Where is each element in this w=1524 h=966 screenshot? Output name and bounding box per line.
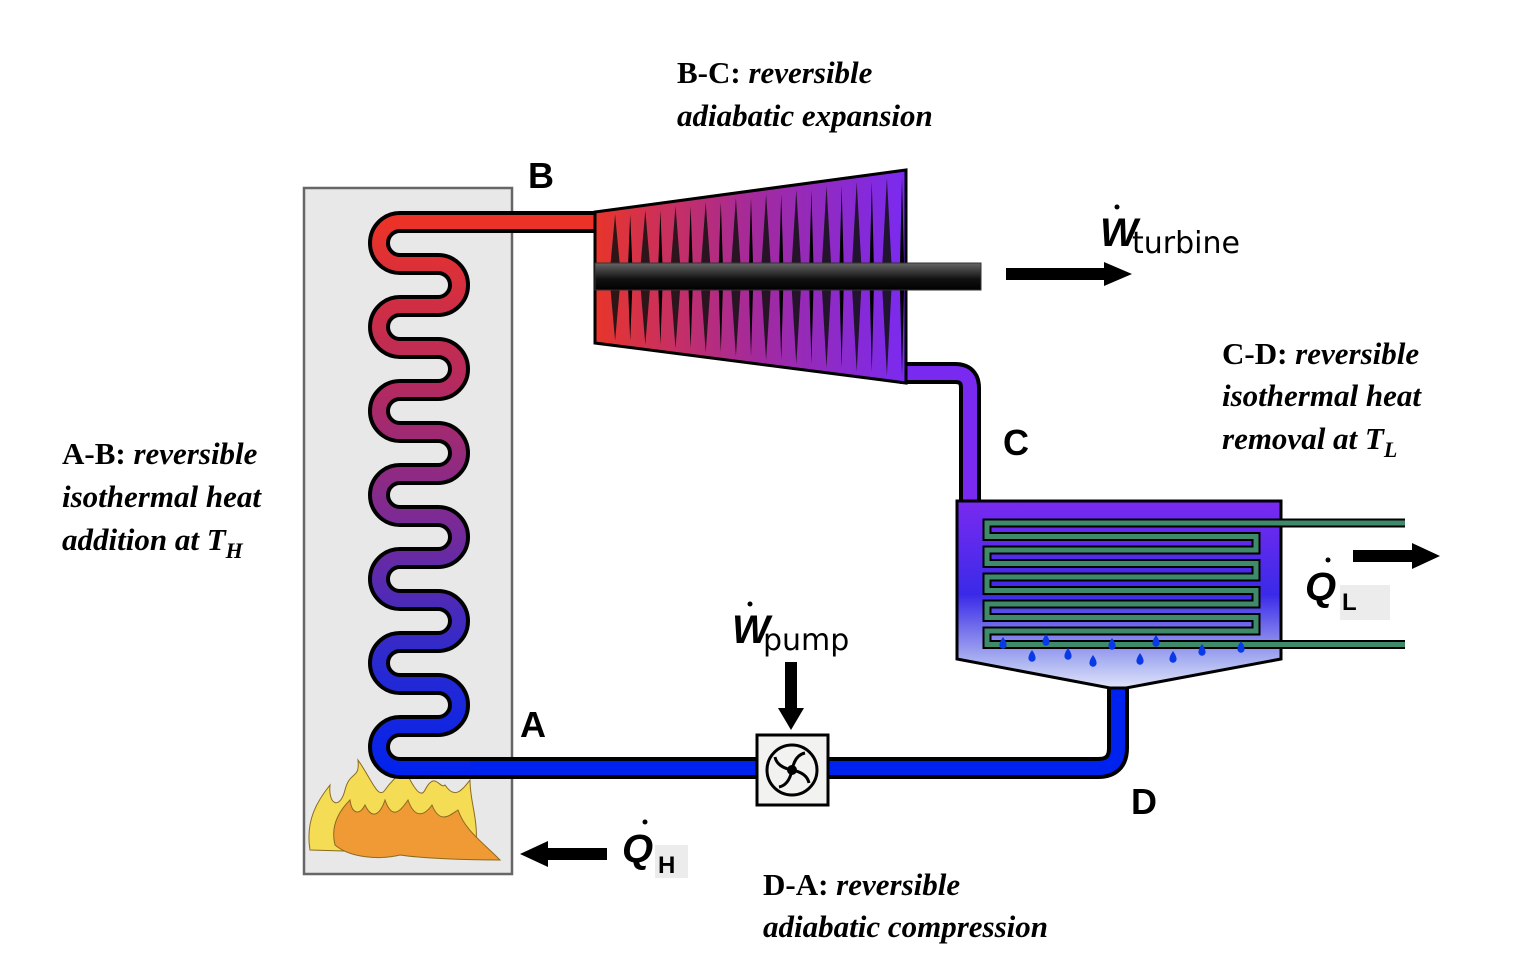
process-label-bc: B-C: reversible adiabatic expansion: [677, 55, 933, 133]
process-label-da: D-A: reversible adiabatic compression: [763, 867, 1048, 944]
turbine-blade: [731, 198, 741, 263]
return-pipe: [470, 686, 1125, 775]
process-label-ab: A-B: reversible isothermal heat addition…: [62, 436, 262, 563]
pump-fan-icon: [765, 743, 819, 797]
svg-text:isothermal heat: isothermal heat: [1222, 378, 1422, 413]
turbine-blade: [821, 290, 832, 368]
turbine-blade-edge: [900, 290, 904, 376]
turbine-blade: [852, 290, 862, 372]
turbine-blade: [731, 290, 741, 357]
svg-text:adiabatic compression: adiabatic compression: [763, 909, 1048, 944]
turbine-blade-edge: [658, 290, 663, 345]
turbine-blade-edge: [688, 290, 693, 349]
svg-text:Q: Q: [622, 827, 653, 871]
condenser-coil: [984, 520, 1405, 647]
droplet: [1028, 650, 1036, 662]
turbine-blade-edge: [749, 198, 753, 263]
arrow-right-icon: [1353, 543, 1440, 569]
point-d-label: D: [1131, 781, 1157, 822]
turbine-blade: [761, 290, 771, 361]
svg-text:A-B: reversible: A-B: reversible: [62, 436, 258, 471]
turbine-blade-edge: [658, 210, 663, 263]
turbine-blade: [852, 181, 862, 263]
turbine-blades: [610, 177, 904, 376]
droplet: [1237, 641, 1245, 653]
turbine-blade-edge: [628, 290, 633, 341]
droplet: [1089, 655, 1097, 667]
turbine-outlet-pipe: [900, 366, 977, 505]
boiler-coil: [372, 215, 600, 775]
flame-icon: [308, 758, 502, 861]
svg-text:removal at TL: removal at TL: [1222, 421, 1397, 462]
point-a-label: A: [520, 704, 546, 745]
turbine-blade: [821, 185, 832, 263]
turbine-blade-edge: [839, 290, 844, 368]
turbine-blade-edge: [869, 181, 874, 263]
svg-text:B-C: reversible: B-C: reversible: [677, 55, 873, 90]
svg-text:W: W: [1100, 211, 1141, 255]
turbine-blade-edge: [869, 290, 874, 372]
turbine-blade: [791, 189, 801, 263]
turbine-blade-edge: [809, 189, 814, 263]
svg-text:Q: Q: [1305, 565, 1336, 609]
droplet: [1169, 651, 1177, 663]
turbine-blade: [761, 193, 771, 263]
q-l-label: Q L: [1305, 557, 1390, 620]
turbine-blade-edge: [688, 206, 693, 263]
pump[interactable]: [755, 733, 830, 807]
turbine-blade: [670, 290, 681, 349]
turbine-blade-edge: [779, 290, 784, 361]
turbine-blade-edge: [718, 202, 723, 263]
turbine-blade: [610, 290, 620, 341]
droplet: [1042, 634, 1050, 646]
turbine-blade: [882, 177, 892, 263]
droplet: [999, 637, 1007, 649]
droplet: [1064, 648, 1072, 660]
turbine-blade-edge: [900, 177, 904, 263]
svg-text:W: W: [732, 608, 773, 652]
turbine-blade: [640, 210, 650, 263]
turbine-blade: [791, 290, 801, 364]
svg-text:L: L: [1342, 589, 1357, 616]
turbine-blade: [640, 290, 650, 345]
turbine-blade: [701, 290, 711, 353]
w-turbine-label: W turbine: [1100, 204, 1240, 261]
condensate-droplets: [999, 634, 1245, 667]
svg-text:D-A: reversible: D-A: reversible: [763, 867, 960, 902]
arrow-left-icon: [520, 841, 607, 867]
droplet: [1152, 635, 1160, 647]
svg-text:C-D: reversible: C-D: reversible: [1222, 336, 1419, 371]
point-c-label: C: [1003, 422, 1029, 463]
turbine-outlet-pipe-outline: [900, 362, 981, 505]
turbine-blade-edge: [749, 290, 753, 357]
turbine-shaft: [594, 262, 982, 291]
q-h-label: Q H: [622, 819, 688, 879]
svg-text:turbine: turbine: [1132, 226, 1240, 261]
droplet: [1136, 653, 1144, 665]
turbine-blade-edge: [809, 290, 814, 364]
svg-text:isothermal heat: isothermal heat: [62, 479, 262, 514]
droplet: [1198, 644, 1206, 656]
turbine-blade-edge: [718, 290, 723, 353]
w-pump-label: W pump: [732, 601, 849, 658]
point-b-label: B: [528, 155, 554, 196]
arrow-right-icon: [1006, 262, 1132, 286]
turbine-blade: [610, 214, 620, 263]
turbine-blade: [670, 206, 681, 263]
svg-text:pump: pump: [763, 623, 849, 658]
turbine-blade-edge: [779, 193, 784, 263]
svg-text:addition at TH: addition at TH: [62, 522, 244, 563]
turbine-blade: [882, 290, 892, 376]
turbine-blade: [701, 202, 711, 263]
droplet: [1108, 638, 1116, 650]
turbine-blade-edge: [839, 185, 844, 263]
svg-text:H: H: [658, 852, 675, 879]
process-label-cd: C-D: reversible isothermal heat removal …: [1222, 336, 1422, 462]
arrow-down-icon: [778, 662, 804, 730]
turbine-blade-edge: [628, 214, 633, 263]
svg-text:adiabatic expansion: adiabatic expansion: [677, 98, 933, 133]
